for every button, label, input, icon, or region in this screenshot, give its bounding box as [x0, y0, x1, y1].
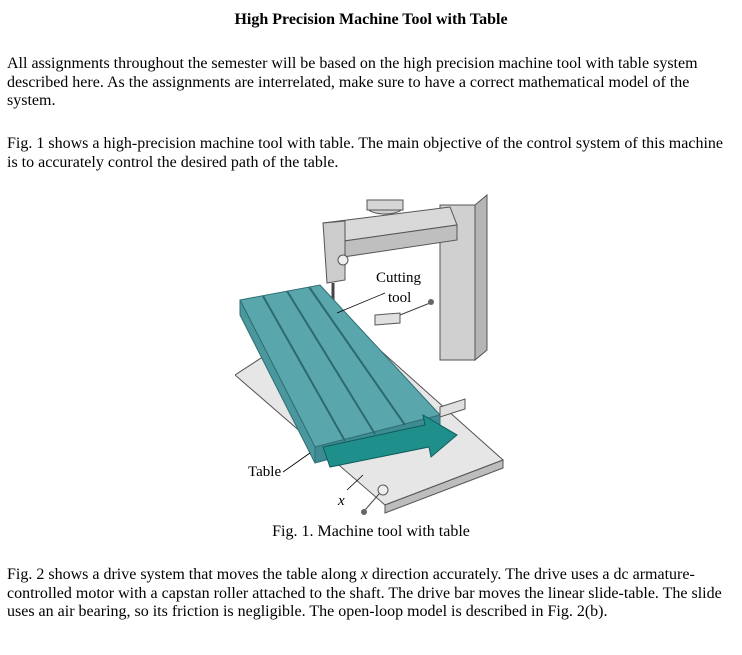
document-title: High Precision Machine Tool with Table	[234, 11, 508, 28]
figure-caption: Fig. 1. Machine tool with table	[272, 523, 470, 540]
front-knob	[377, 484, 389, 496]
base-plate-edge	[384, 459, 504, 514]
column-side	[474, 193, 488, 362]
direction-arrow	[322, 414, 458, 468]
p3-part-a: Fig. 2 shows a drive system that moves t…	[7, 566, 361, 583]
tool-holder	[322, 220, 346, 284]
spindle-cap-body	[366, 199, 404, 211]
p3-variable-x: x	[360, 566, 368, 583]
rear-rail	[374, 312, 401, 326]
label-table: Table	[248, 464, 281, 480]
holder-knob	[337, 254, 349, 266]
fig2-description-paragraph: Fig. 2 shows a drive system that moves t…	[7, 566, 735, 622]
table-left	[239, 299, 316, 464]
machine-tool-figure: Cutting tool Table x	[234, 185, 525, 520]
label-x: x	[337, 493, 345, 509]
guide-rod	[439, 398, 466, 418]
p3-part-b: direction accurately. The drive uses a d…	[7, 566, 722, 620]
label-tool: tool	[388, 290, 411, 306]
label-cutting: Cutting	[376, 270, 422, 286]
fig1-description-paragraph: Fig. 1 shows a high-precision machine to…	[7, 135, 723, 171]
intro-paragraph: All assignments throughout the semester …	[7, 55, 698, 109]
